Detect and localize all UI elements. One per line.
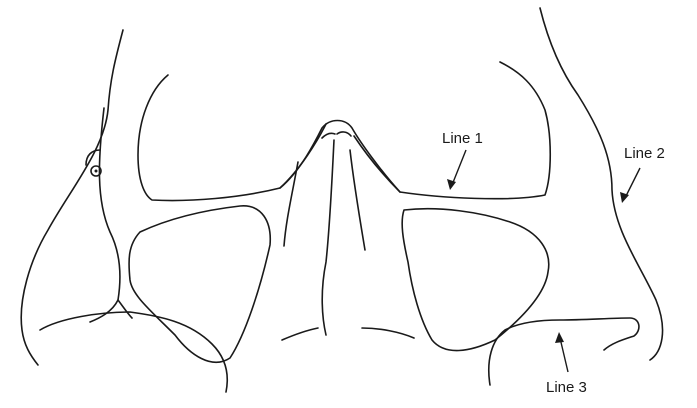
line3-arrowhead [555,332,564,343]
small-mark-dot [95,170,98,173]
apex-tick-left [322,133,335,138]
line2-label: Line 2 [624,145,665,162]
center-ridge-right [350,150,365,250]
right-outer-contour [540,8,663,360]
line1-arrowhead [447,179,456,190]
center-ridge-left [284,162,298,246]
apex-tick-right [337,132,351,136]
line3-leader [560,338,568,372]
left-lower-notch [118,300,132,318]
center-ridge-mid [322,140,334,335]
central-apex [280,121,400,193]
left-lower-contour [40,312,227,392]
line2-leader [625,168,640,198]
left-inner-contour [90,108,120,322]
right-lower-cavity [402,209,549,351]
left-outer-contour [21,30,123,365]
line1-leader [452,150,466,185]
bottom-stroke-right [362,328,414,338]
left-orbit [138,75,326,201]
line3-label: Line 3 [546,379,587,396]
line1-label: Line 1 [442,130,483,147]
left-lower-cavity [129,206,270,362]
bottom-stroke-left [282,328,318,340]
